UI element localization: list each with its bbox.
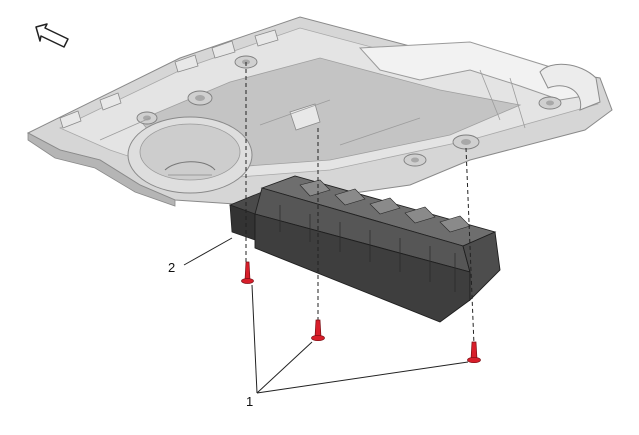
fastener-screw: [467, 341, 481, 364]
leader-line-fastener: [251, 284, 258, 394]
fastener-screw: [311, 319, 325, 342]
fastener-screw: [241, 261, 254, 284]
lower-tray-housing: [26, 16, 613, 207]
front-direction-arrow-icon: [35, 23, 69, 48]
leader-lines: [183, 237, 469, 394]
callout-module: 2: [168, 260, 175, 275]
leader-line-fastener: [256, 341, 313, 394]
leader-line-fastener: [256, 361, 469, 394]
leader-line-module: [183, 237, 233, 266]
alignment-guides: [245, 62, 475, 346]
callout-fastener: 1: [246, 394, 253, 409]
electronic-module: [228, 175, 501, 323]
